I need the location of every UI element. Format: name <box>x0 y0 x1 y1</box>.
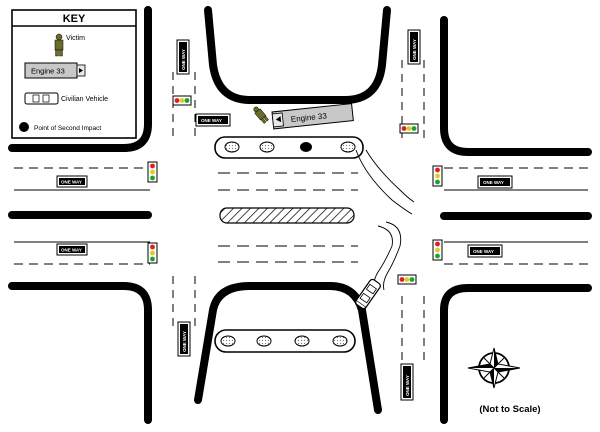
one-way-sign-text: ONE WAY <box>201 118 222 123</box>
signal-left-lower <box>147 242 158 264</box>
signal-bottom-right <box>397 274 417 285</box>
bottom-island <box>214 329 356 353</box>
traffic-signals <box>147 95 443 285</box>
hatched-median <box>219 207 355 224</box>
signal-right-lower <box>432 239 443 261</box>
one-way-sign-text: ONE WAY <box>473 249 494 254</box>
one-way-sign-top-middle: ONE WAY <box>195 113 231 127</box>
one-way-sign-right-lower: ONE WAY <box>467 244 503 258</box>
curb-top-middle <box>204 6 391 104</box>
victim-on-road <box>253 106 270 124</box>
one-way-sign-text: ONE WAY <box>412 39 417 60</box>
person-icon <box>54 33 64 57</box>
scale-note: (Not to Scale) <box>479 404 540 415</box>
skid-marks <box>355 149 415 291</box>
signal-right-upper <box>432 165 443 187</box>
curb-top-right <box>440 16 592 156</box>
car-icon <box>24 92 59 105</box>
one-way-sign-right-upper: ONE WAY <box>477 175 513 189</box>
curbs <box>8 6 592 424</box>
one-way-sign-bottom-right: ONE WAY <box>400 363 414 401</box>
one-way-sign-bottom-left: ONE WAY <box>177 321 191 357</box>
impact-dot-icon <box>19 122 29 132</box>
median-islands <box>214 136 364 353</box>
one-way-sign-text: ONE WAY <box>61 180 82 185</box>
signal-top-right <box>399 123 419 134</box>
lane-markings <box>14 60 588 360</box>
key-victim-label: Victim <box>66 35 85 42</box>
one-way-sign-text: ONE WAY <box>182 331 187 352</box>
impact-point <box>300 142 312 152</box>
key-impact-label: Point of Second Impact <box>34 125 101 132</box>
civilian-vehicle <box>355 278 381 310</box>
curb-bottom-left <box>8 282 152 424</box>
fire-engine-icon: Engine 33 <box>24 62 86 79</box>
top-island <box>214 136 364 159</box>
key-title: KEY <box>63 13 86 25</box>
engine-33-vehicle: Engine 33 <box>271 103 354 130</box>
key-legend: KEY Victim Engine 33 Civilian Vehicle Po… <box>11 9 137 139</box>
compass-rose-icon <box>467 347 521 389</box>
one-way-signs: ONE WAY ONE WAY ONE WAY ONE WAY ONE WAY <box>56 29 513 401</box>
key-engine-label: Engine 33 <box>31 67 65 76</box>
curb-bottom-right <box>440 284 592 424</box>
one-way-sign-left-lower: ONE WAY <box>56 243 88 256</box>
one-way-sign-text: ONE WAY <box>61 248 82 253</box>
one-way-sign-top-left: ONE WAY <box>176 39 190 75</box>
curb-top-left <box>8 6 152 152</box>
one-way-sign-text: ONE WAY <box>181 49 186 70</box>
one-way-sign-left-upper: ONE WAY <box>56 175 88 188</box>
key-civilian-label: Civilian Vehicle <box>61 96 108 103</box>
engine-33-road-label: Engine 33 <box>290 111 327 124</box>
signal-left-upper <box>147 161 158 183</box>
one-way-sign-text: ONE WAY <box>483 180 504 185</box>
one-way-sign-text: ONE WAY <box>405 375 410 396</box>
one-way-sign-top-right: ONE WAY <box>407 29 421 65</box>
signal-top-left <box>172 95 192 106</box>
